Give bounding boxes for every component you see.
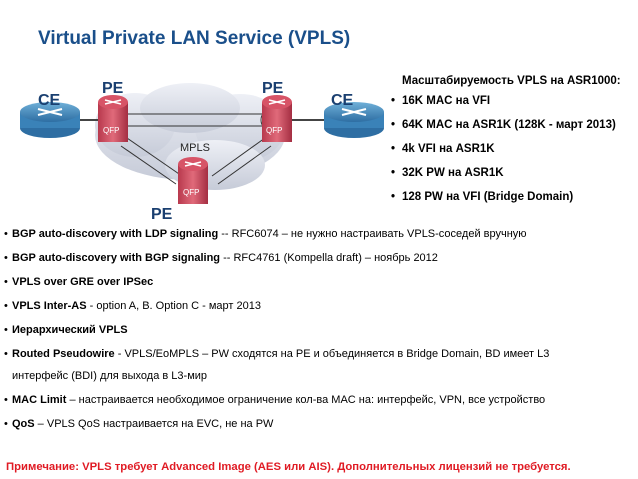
scalability-list: 16K MAC на VFI 64K MAC на ASR1K (128K - … [391, 95, 638, 203]
feature-name: BGP auto-discovery with BGP signaling [12, 252, 221, 264]
feature-desc: - VPLS/EoMPLS – PW сходятся на PE и объе… [114, 348, 550, 360]
cloud-label: MPLS [180, 142, 210, 154]
pe-bottom-qfp: QFP [183, 188, 199, 197]
pe-bottom-label: PE [151, 206, 173, 223]
pe-router-bottom [178, 157, 208, 204]
list-item: 16K MAC на VFI [391, 95, 638, 107]
list-item: 64K MAC на ASR1K (128K - март 2013) [391, 119, 638, 131]
feature-name: VPLS over GRE over IPSec [12, 276, 154, 288]
list-item: 32K PW на ASR1K [391, 167, 638, 179]
pseudowire-right [211, 137, 272, 185]
list-item: •MAC Limit – настраивается необходимое о… [4, 394, 546, 406]
ce-router-right [324, 102, 384, 138]
feature-desc: -- RFC4761 (Kompella draft) – ноябрь 201… [220, 252, 438, 264]
feature-desc: -- RFC6074 – не нужно настраивать VPLS-с… [218, 228, 527, 240]
feature-name: Routed Pseudowire [12, 348, 115, 360]
feature-name: BGP auto-discovery with LDP signaling [12, 228, 219, 240]
feature-desc: – VPLS QoS настраивается на EVC, не на P… [34, 418, 274, 430]
feature-desc-continued: интерфейс (BDI) для выхода в L3-мир [12, 370, 208, 382]
list-item: •VPLS Inter-AS - option A, B. Option C -… [4, 300, 261, 312]
feature-name: QoS [12, 418, 35, 430]
list-item: •Иерархический VPLS [4, 324, 128, 336]
pe-left-label: PE [102, 80, 124, 97]
list-item: •QoS – VPLS QoS настраивается на EVC, не… [4, 418, 274, 430]
scalability-panel: Масштабируемость VPLS на ASR1000: 16K MA… [391, 74, 638, 215]
feature-name: VPLS Inter-AS [12, 300, 87, 312]
pe-right-qfp: QFP [266, 126, 282, 135]
pe-router-left [98, 95, 128, 142]
feature-name: MAC Limit [12, 394, 67, 406]
list-item: 4k VFI на ASR1K [391, 143, 638, 155]
slide-title: Virtual Private LAN Service (VPLS) [38, 28, 351, 49]
pseudowire-left [120, 137, 183, 185]
ce-right-label: CE [331, 92, 354, 109]
list-item: •VPLS over GRE over IPSec [4, 276, 154, 288]
vpls-network-diagram: MPLS CE CE QFP PE [20, 80, 384, 223]
list-item: •Routed Pseudowire - VPLS/EoMPLS – PW сх… [4, 348, 634, 383]
pe-left-qfp: QFP [103, 126, 119, 135]
ce-left-label: CE [38, 92, 61, 109]
list-item: •BGP auto-discovery with LDP signaling -… [4, 228, 527, 240]
pe-router-right [262, 95, 292, 142]
feature-name: Иерархический VPLS [12, 324, 128, 336]
feature-list: •BGP auto-discovery with LDP signaling -… [4, 228, 634, 442]
list-item: •BGP auto-discovery with BGP signaling -… [4, 252, 438, 264]
ce-router-left [20, 102, 80, 138]
scalability-header: Масштабируемость VPLS на ASR1000: [402, 75, 621, 87]
list-item: 128 PW на VFI (Bridge Domain) [391, 191, 638, 203]
license-note: Примечание: VPLS требует Advanced Image … [6, 461, 571, 473]
pe-right-label: PE [262, 80, 284, 97]
feature-desc: - option A, B. Option C - март 2013 [86, 300, 261, 312]
feature-desc: – настраивается необходимое ограничение … [66, 394, 546, 406]
